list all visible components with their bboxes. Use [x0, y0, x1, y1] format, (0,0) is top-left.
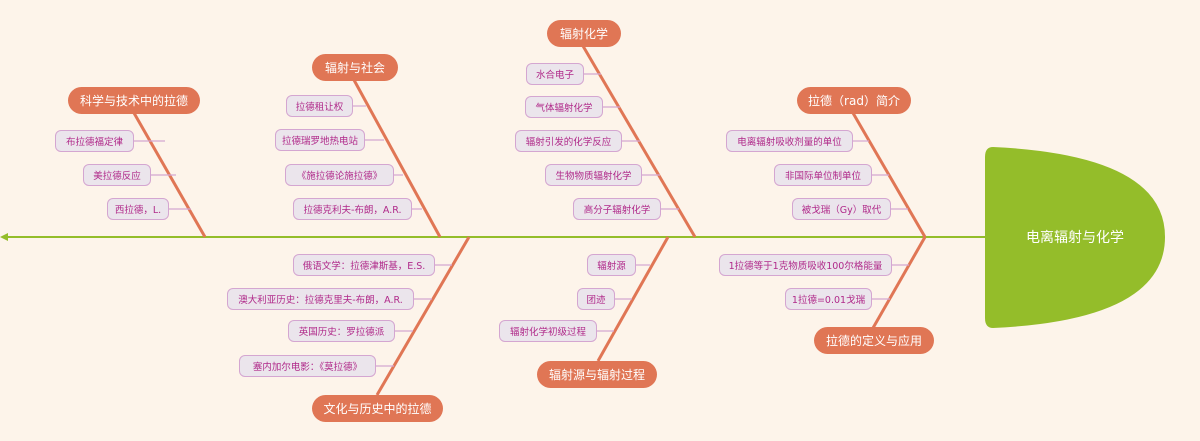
subtopic[interactable]: 西拉德，L. [107, 198, 169, 220]
bone-culture [375, 236, 471, 396]
subtopic[interactable]: 高分子辐射化学 [573, 198, 661, 220]
main-topic-source[interactable]: 辐射源与辐射过程 [537, 361, 657, 388]
central-topic[interactable]: 电离辐射与化学 [1026, 230, 1124, 246]
main-topic-intro[interactable]: 拉德（rad）简介 [797, 87, 911, 114]
main-topic-science[interactable]: 科学与技术中的拉德 [68, 87, 200, 114]
subtopic[interactable]: 被戈瑞（Gy）取代 [792, 198, 891, 220]
subtopic[interactable]: 塞内加尔电影：《莫拉德》 [239, 355, 376, 377]
subtopic[interactable]: 拉德克利夫-布朗，A.R. [293, 198, 412, 220]
subtopic[interactable]: 气体辐射化学 [525, 96, 603, 118]
subtopic[interactable]: 1拉德等于1克物质吸收100尔格能量 [719, 254, 892, 276]
subtopic[interactable]: 水合电子 [526, 63, 584, 85]
bone-society [352, 79, 442, 238]
main-topic-chemistry[interactable]: 辐射化学 [547, 20, 621, 47]
subtopic[interactable]: 拉德瑞罗地热电站 [275, 129, 365, 151]
subtopic[interactable]: 美拉德反应 [83, 164, 151, 186]
subtopic[interactable]: 英国历史：罗拉德派 [288, 320, 395, 342]
main-topic-society[interactable]: 辐射与社会 [312, 54, 398, 81]
spine-tail-icon [0, 233, 8, 241]
subtopic[interactable]: 1拉德=0.01戈瑞 [785, 288, 872, 310]
main-topic-culture[interactable]: 文化与历史中的拉德 [312, 395, 443, 422]
subtopic[interactable]: 辐射化学初级过程 [499, 320, 597, 342]
bone-definition [871, 236, 927, 329]
subtopic[interactable]: 辐射源 [587, 254, 636, 276]
fish-head-shape [985, 147, 1165, 328]
subtopic[interactable]: 布拉德福定律 [55, 130, 134, 152]
subtopic[interactable]: 电离辐射吸收剂量的单位 [726, 130, 853, 152]
main-topic-definition[interactable]: 拉德的定义与应用 [814, 327, 934, 354]
subtopic[interactable]: 辐射引发的化学反应 [515, 130, 622, 152]
bone-source [596, 236, 670, 362]
subtopic[interactable]: 《施拉德论施拉德》 [285, 164, 394, 186]
subtopic[interactable]: 澳大利亚历史：拉德克里夫-布朗，A.R. [227, 288, 414, 310]
subtopic[interactable]: 非国际单位制单位 [774, 164, 872, 186]
subtopic[interactable]: 团迹 [577, 288, 615, 310]
subtopic[interactable]: 拉德租让权 [286, 95, 353, 117]
subtopic[interactable]: 俄语文学：拉德津斯基，E.S. [293, 254, 435, 276]
subtopic[interactable]: 生物物质辐射化学 [545, 164, 642, 186]
